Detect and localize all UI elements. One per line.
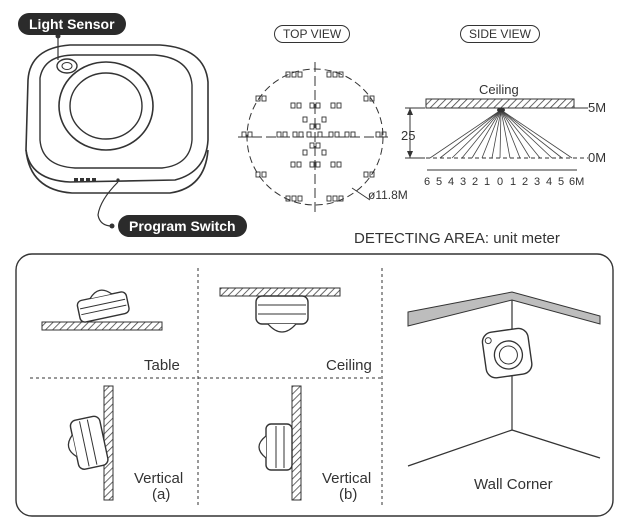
- vertical-a-mount-drawing: [67, 385, 114, 501]
- wall-corner-label: Wall Corner: [474, 476, 553, 493]
- ceiling-mount-drawing: [219, 287, 341, 333]
- vertical-a-sub-label: (a): [152, 486, 171, 503]
- scale-tick: 3: [460, 176, 467, 188]
- detecting-area-caption: DETECTING AREA: unit meter: [354, 230, 560, 247]
- ceiling-label-side: Ceiling: [479, 82, 519, 97]
- scale-tick: 2: [472, 176, 479, 188]
- scale-tick: 3: [534, 176, 541, 188]
- vertical-b-mount-drawing: [258, 385, 302, 501]
- distance-scale: 6 5 4 3 2 1 0 1 2 3 4 5 6M: [424, 176, 584, 190]
- scale-tick: 5: [558, 176, 565, 188]
- side-view-pattern: [405, 98, 588, 171]
- scale-tick: 1: [484, 176, 491, 188]
- scale-tick: 1: [510, 176, 517, 188]
- height-label: 25: [401, 128, 416, 143]
- five-m-label: 5M: [588, 100, 607, 115]
- light-sensor-callout: Light Sensor: [18, 13, 126, 35]
- top-view-pattern: [238, 62, 392, 212]
- scale-tick: 4: [546, 176, 553, 188]
- vertical-b-label: Vertical: [322, 470, 372, 487]
- diameter-label: ø11.8M: [368, 188, 408, 202]
- program-switch-callout: Program Switch: [118, 215, 247, 237]
- wall-corner-drawing: [407, 291, 601, 467]
- side-view-title: SIDE VIEW: [460, 25, 541, 43]
- scale-tick: 6: [424, 176, 431, 188]
- scale-tick: 5: [436, 176, 443, 188]
- scale-tick: 2: [522, 176, 529, 188]
- scale-tick: 4: [448, 176, 455, 188]
- scale-tick: 0: [497, 176, 504, 188]
- table-label: Table: [144, 357, 180, 374]
- sensor-device-illustration: [25, 44, 209, 194]
- zero-m-label: 0M: [588, 150, 607, 165]
- ceiling-mount-label: Ceiling: [326, 357, 372, 374]
- top-view-title: TOP VIEW: [274, 25, 351, 43]
- mounting-frame: [15, 253, 614, 517]
- table-mount-drawing: [41, 289, 163, 331]
- vertical-b-sub-label: (b): [339, 486, 358, 503]
- scale-tick: 6M: [569, 176, 585, 188]
- program-switch-leader: [97, 181, 119, 227]
- vertical-a-label: Vertical: [134, 470, 184, 487]
